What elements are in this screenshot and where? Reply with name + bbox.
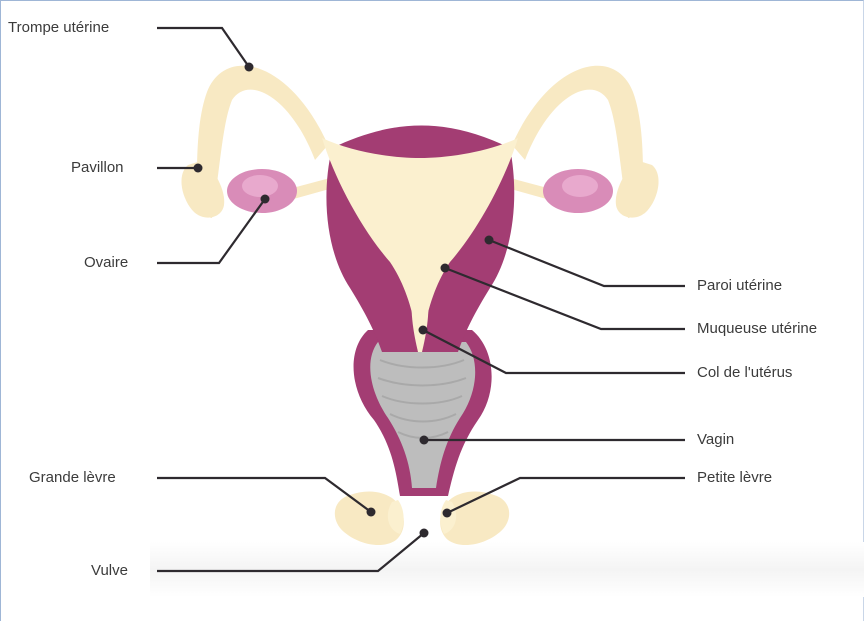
ovary-left-detail bbox=[242, 175, 278, 197]
label-pavillon: Pavillon bbox=[71, 159, 124, 177]
label-petite-levre: Petite lèvre bbox=[697, 469, 772, 487]
dot-trompe bbox=[245, 63, 254, 72]
dot-grande-levre bbox=[367, 508, 376, 517]
label-muqueuse-uterine: Muqueuse utérine bbox=[697, 320, 817, 338]
label-grande-levre: Grande lèvre bbox=[29, 469, 116, 487]
dot-vulve bbox=[420, 529, 429, 538]
ovary-right-detail bbox=[562, 175, 598, 197]
dot-muqueuse bbox=[441, 264, 450, 273]
label-vagin: Vagin bbox=[697, 431, 734, 449]
leader-trompe bbox=[157, 28, 249, 67]
dot-pavillon bbox=[194, 164, 203, 173]
dot-col bbox=[419, 326, 428, 335]
vagina-canal bbox=[370, 342, 475, 488]
dot-petite-levre bbox=[443, 509, 452, 518]
dot-paroi bbox=[485, 236, 494, 245]
label-vulve: Vulve bbox=[91, 562, 128, 580]
label-ovaire: Ovaire bbox=[84, 254, 128, 272]
label-trompe-uterine: Trompe utérine bbox=[8, 19, 109, 37]
leader-paroi bbox=[489, 240, 685, 286]
label-paroi-uterine: Paroi utérine bbox=[697, 277, 782, 295]
dot-ovaire bbox=[261, 195, 270, 204]
label-col-uterus: Col de l'utérus bbox=[697, 364, 792, 382]
dot-vagin bbox=[420, 436, 429, 445]
